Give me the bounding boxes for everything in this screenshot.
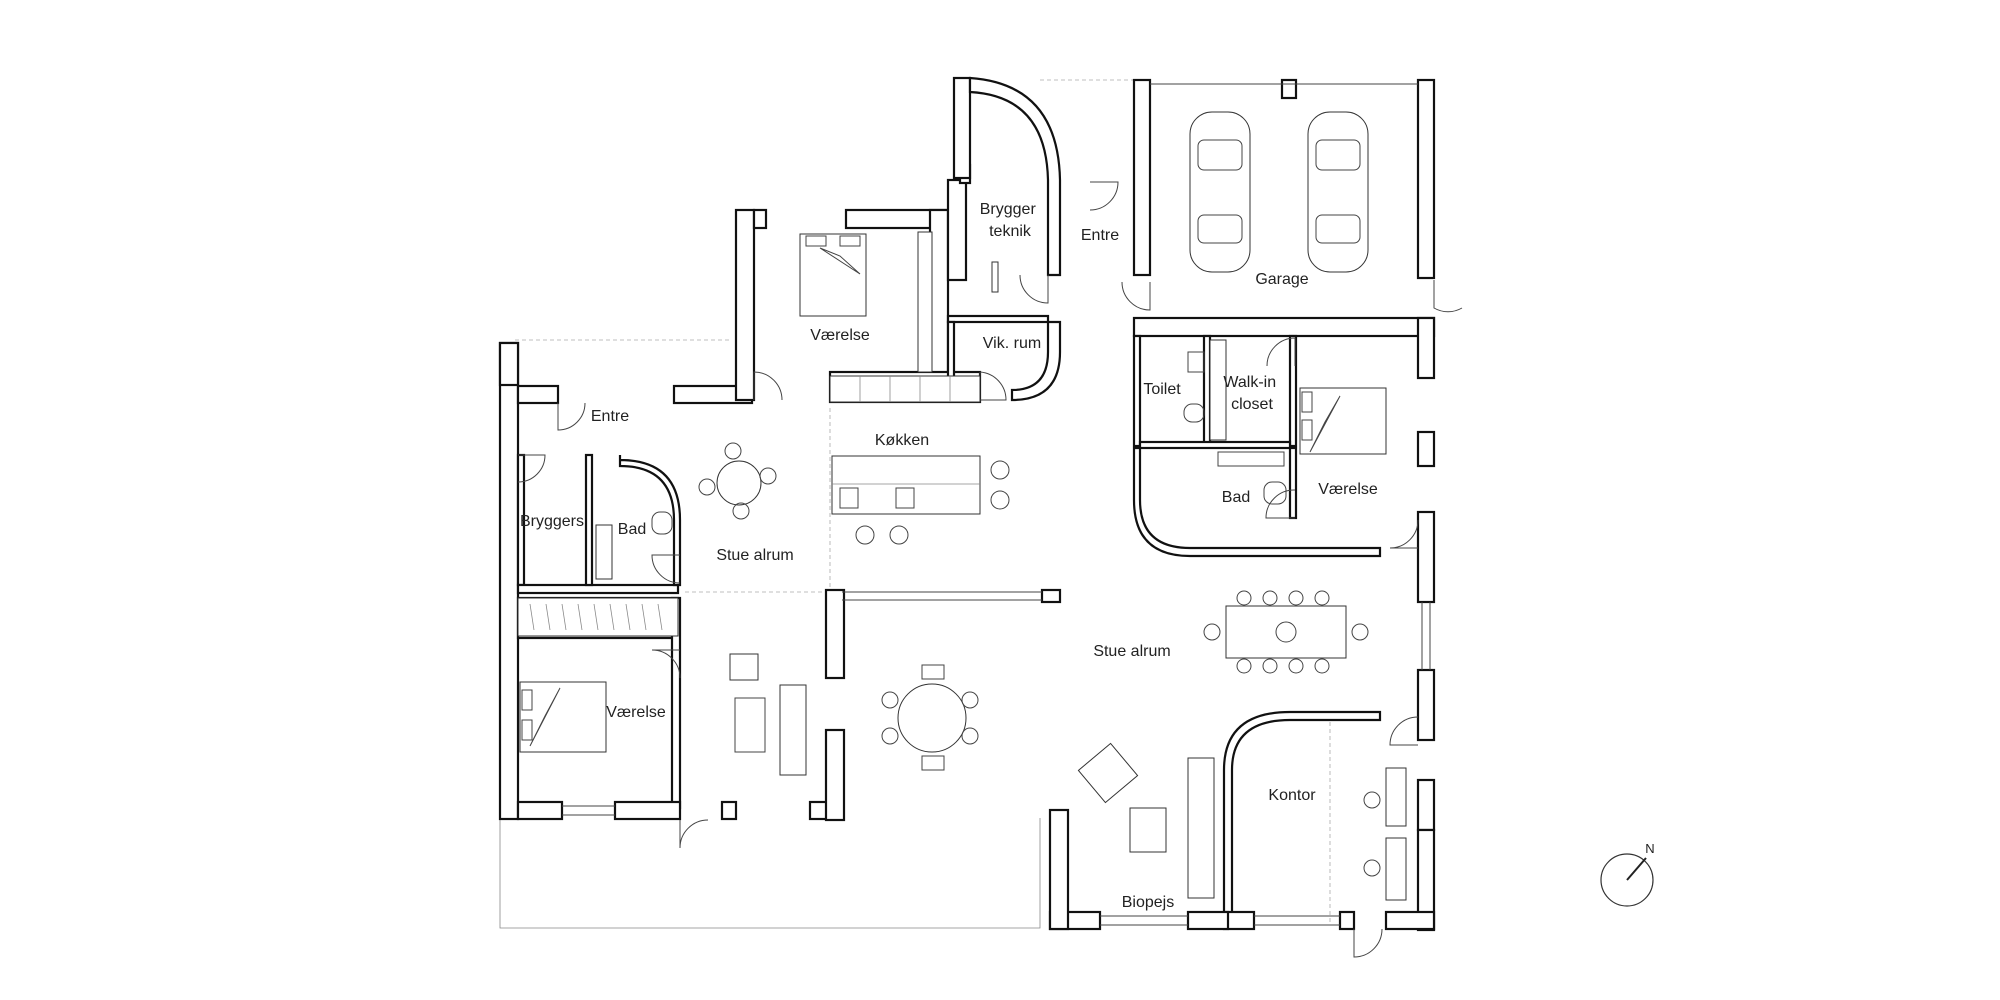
windows bbox=[562, 591, 1431, 926]
room-label-bad-left: Bad bbox=[618, 521, 646, 538]
right-wing-walls bbox=[1040, 316, 1436, 932]
room-label-garage: Garage bbox=[1255, 271, 1308, 288]
room-label-vaerelse-right: Værelse bbox=[1318, 481, 1378, 498]
room-labels: Brygger teknik Entre Garage Værelse Vik.… bbox=[520, 201, 1378, 911]
room-label-entre-top: Entre bbox=[1081, 227, 1119, 244]
car-icon bbox=[1189, 111, 1251, 273]
room-label-brygger: Brygger bbox=[980, 201, 1037, 218]
room-label-closet: closet bbox=[1231, 396, 1273, 413]
bed-icon bbox=[799, 233, 867, 317]
room-label-walk-in: Walk-in bbox=[1223, 374, 1276, 391]
bed-icon bbox=[1299, 387, 1387, 455]
bed-icon bbox=[519, 681, 607, 753]
bath-fixtures bbox=[595, 261, 1287, 580]
garage-walls bbox=[1132, 78, 1436, 280]
room-label-teknik: teknik bbox=[989, 223, 1032, 240]
room-label-kontor: Kontor bbox=[1268, 787, 1316, 804]
room-label-entre-left: Entre bbox=[591, 408, 629, 425]
dining-table-round bbox=[881, 664, 979, 771]
beds bbox=[519, 233, 1387, 753]
car-icon bbox=[1307, 111, 1369, 273]
kitchen-counter bbox=[829, 375, 981, 403]
sofa-left bbox=[729, 653, 807, 776]
room-label-biopejs: Biopejs bbox=[1122, 894, 1174, 911]
room-label-bryggers: Bryggers bbox=[520, 513, 584, 530]
room-label-vik-rum: Vik. rum bbox=[983, 335, 1041, 352]
living-room-furniture bbox=[1077, 742, 1215, 899]
svg-text:Brygger teknik: Brygger teknik bbox=[980, 201, 1040, 240]
room-label-koekken: Køkken bbox=[875, 432, 929, 449]
room-label-vaerelse-left: Værelse bbox=[606, 704, 666, 721]
doors bbox=[517, 181, 1463, 958]
compass-icon: N bbox=[1600, 841, 1655, 907]
kitchen-island bbox=[831, 455, 1010, 545]
room-label-vaerelse-top: Værelse bbox=[810, 327, 870, 344]
room-label-bad-right: Bad bbox=[1222, 489, 1250, 506]
room-label-stue-alrum-right: Stue alrum bbox=[1093, 643, 1170, 660]
compass-north-label: N bbox=[1645, 841, 1654, 856]
dining-table-left bbox=[698, 442, 777, 520]
wardrobes bbox=[517, 231, 1227, 637]
dining-table-long bbox=[1203, 590, 1369, 674]
office-desks bbox=[1363, 767, 1407, 901]
room-label-stue-alrum-left: Stue alrum bbox=[716, 547, 793, 564]
room-label-toilet: Toilet bbox=[1143, 381, 1181, 398]
svg-text:Walk-in closet: Walk-in closet bbox=[1223, 374, 1280, 413]
